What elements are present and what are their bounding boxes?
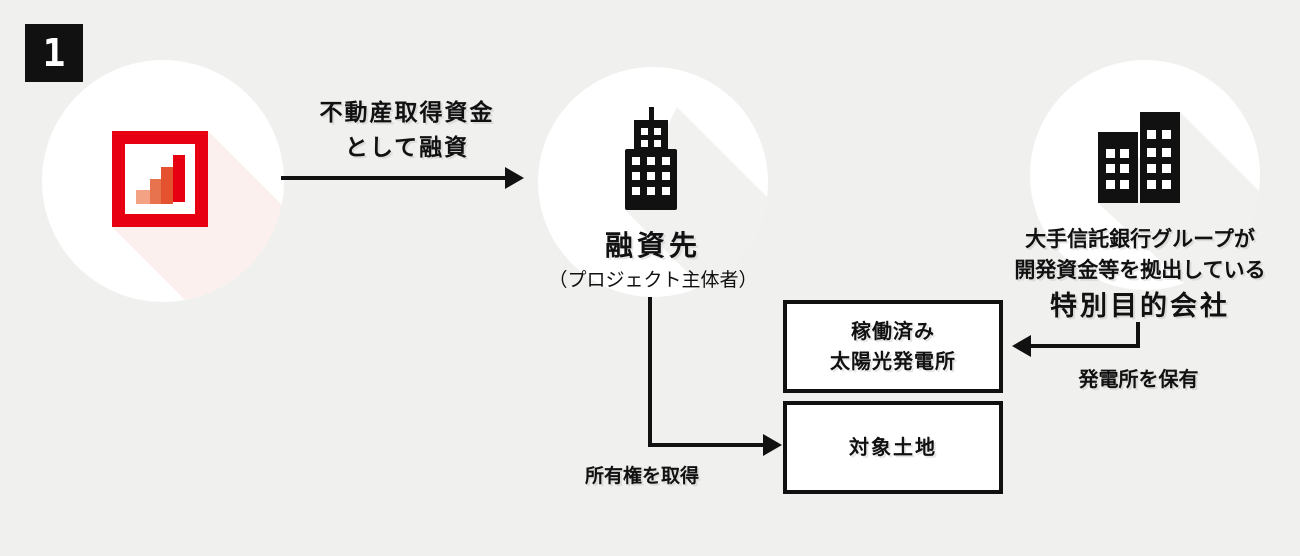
spc-description: 大手信託銀行グループが 開発資金等を拠出している 特別目的会社	[1005, 224, 1275, 322]
logo-bar-4	[173, 155, 185, 202]
step-badge: 1	[25, 24, 83, 82]
borrower-subtitle: （プロジェクト主体者）	[548, 270, 758, 291]
loan-arrowhead-icon	[505, 167, 524, 189]
loan-arrow-label: 不動産取得資金 として融資	[319, 99, 495, 160]
ownership-arrow-label: 所有権を取得	[584, 466, 699, 487]
loan-arrow	[281, 176, 506, 180]
logo-bar-3	[161, 167, 173, 204]
bar-chart-logo-icon	[112, 131, 208, 227]
ownership-arrowhead-icon	[763, 434, 782, 456]
solar-plant-box: 稼働済み 太陽光発電所	[783, 300, 1003, 393]
spc-circle	[1030, 60, 1260, 290]
logo-bar-1	[136, 190, 150, 204]
holding-arrow-vertical	[1136, 322, 1140, 348]
twin-buildings-icon	[1098, 112, 1180, 203]
borrower-title: 融資先	[604, 230, 701, 261]
holding-arrow-horizontal	[1030, 344, 1140, 348]
borrower-circle	[538, 67, 768, 297]
spc-title: 特別目的会社	[1050, 291, 1230, 321]
lender-circle	[42, 60, 284, 302]
ownership-arrow-horizontal	[648, 443, 764, 447]
logo-bar-2	[150, 179, 161, 204]
building-icon	[625, 107, 677, 210]
ownership-arrow-vertical	[648, 297, 652, 447]
holding-arrow-label: 発電所を保有	[1078, 369, 1199, 391]
land-box: 対象土地	[783, 401, 1003, 494]
holding-arrowhead-icon	[1012, 335, 1031, 357]
